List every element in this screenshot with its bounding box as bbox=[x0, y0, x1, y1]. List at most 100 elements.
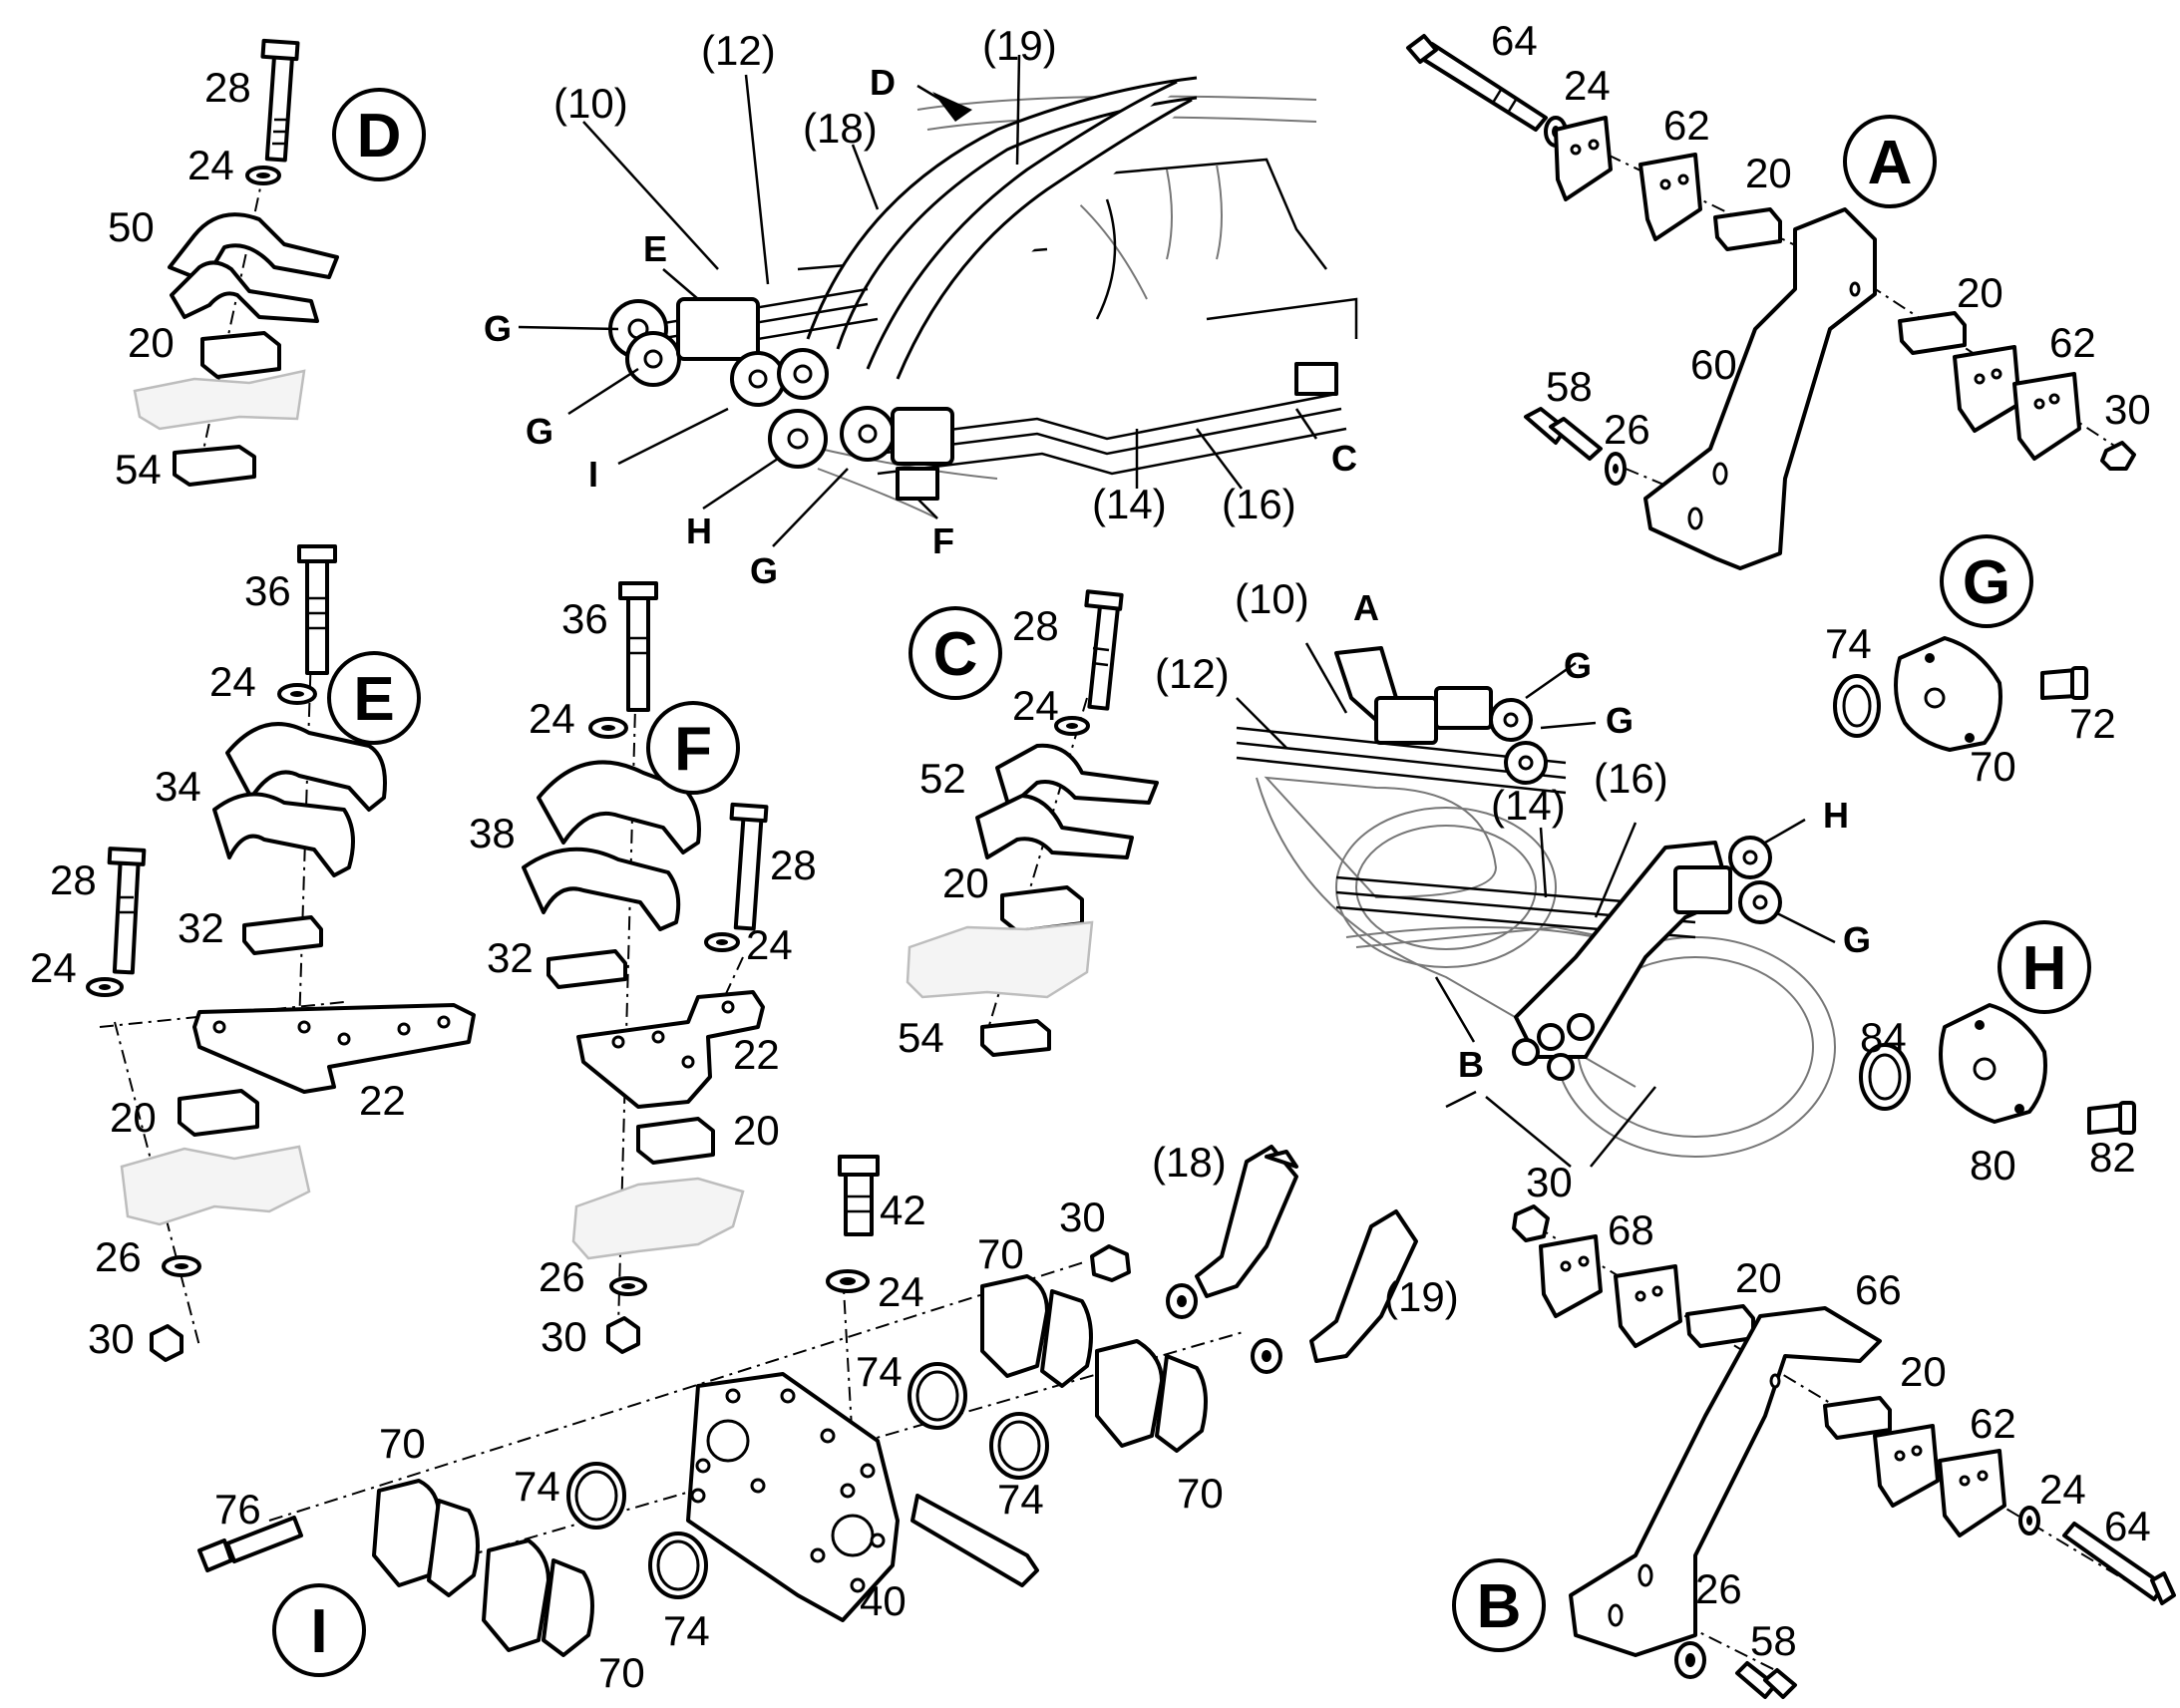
ref-label-14: (14) bbox=[1491, 782, 1566, 829]
part-label-30: 30 bbox=[1526, 1159, 1573, 1205]
ref-label-18: (18) bbox=[1152, 1139, 1227, 1186]
part-label-68: 68 bbox=[1608, 1206, 1654, 1253]
callout-g: G bbox=[1940, 534, 2033, 628]
part-label-20: 20 bbox=[110, 1094, 157, 1141]
part-label-32: 32 bbox=[178, 904, 224, 951]
ref-label-16: (16) bbox=[1594, 755, 1668, 802]
part-label-42: 42 bbox=[880, 1187, 926, 1233]
part-label-30: 30 bbox=[1059, 1194, 1106, 1240]
view-marker-f: F bbox=[932, 520, 954, 561]
part-label-24: 24 bbox=[746, 921, 793, 968]
part-label-20: 20 bbox=[1957, 269, 2003, 316]
callout-c: C bbox=[908, 606, 1002, 700]
detail-h-assembly bbox=[1859, 1003, 2136, 1135]
view-marker-g: G bbox=[484, 308, 512, 349]
view-marker-b: B bbox=[1458, 1044, 1484, 1085]
detail-d-assembly bbox=[133, 38, 339, 487]
part-label-74: 74 bbox=[856, 1348, 903, 1395]
part-label-22: 22 bbox=[733, 1031, 780, 1078]
part-label-82: 82 bbox=[2089, 1134, 2136, 1181]
part-label-30: 30 bbox=[2104, 386, 2151, 433]
ref-label-12: (12) bbox=[1155, 650, 1230, 697]
part-label-70: 70 bbox=[1177, 1470, 1224, 1517]
part-label-24: 24 bbox=[2039, 1466, 2086, 1513]
part-label-84: 84 bbox=[1860, 1014, 1907, 1061]
flange-cluster bbox=[608, 297, 1338, 501]
svg-text:D: D bbox=[357, 102, 402, 171]
view-marker-i: I bbox=[588, 454, 598, 495]
part-label-24: 24 bbox=[878, 1268, 924, 1315]
part-label-26: 26 bbox=[539, 1253, 585, 1300]
ref-label-10: (10) bbox=[1235, 575, 1309, 622]
part-label-28: 28 bbox=[1012, 602, 1059, 649]
overview-top-assembly bbox=[518, 54, 1358, 547]
ref-label-10: (10) bbox=[553, 80, 628, 127]
part-label-74: 74 bbox=[514, 1463, 560, 1510]
part-label-26: 26 bbox=[95, 1233, 142, 1280]
part-label-28: 28 bbox=[770, 842, 817, 888]
callout-i: I bbox=[272, 1583, 366, 1677]
part-label-24: 24 bbox=[209, 658, 256, 705]
part-label-70: 70 bbox=[598, 1649, 645, 1696]
part-label-62: 62 bbox=[2049, 319, 2096, 366]
part-label-66: 66 bbox=[1855, 1266, 1902, 1313]
part-label-34: 34 bbox=[155, 763, 201, 810]
part-label-64: 64 bbox=[1491, 17, 1538, 64]
part-label-62: 62 bbox=[1970, 1400, 2016, 1447]
ref-label-12: (12) bbox=[701, 27, 776, 74]
part-label-30: 30 bbox=[88, 1315, 135, 1362]
part-label-40: 40 bbox=[860, 1577, 907, 1624]
view-marker-g: G bbox=[1606, 700, 1634, 741]
part-label-26: 26 bbox=[1695, 1565, 1742, 1612]
part-label-38: 38 bbox=[469, 810, 516, 856]
callout-a: A bbox=[1843, 115, 1937, 208]
svg-text:I: I bbox=[310, 1597, 327, 1666]
part-label-24: 24 bbox=[187, 142, 234, 188]
overview-mid-assembly bbox=[1236, 642, 1836, 1168]
part-label-22: 22 bbox=[359, 1077, 406, 1124]
detail-g-assembly bbox=[1833, 636, 2088, 752]
view-marker-c: C bbox=[1331, 438, 1357, 479]
part-label-74: 74 bbox=[997, 1476, 1044, 1523]
part-label-54: 54 bbox=[898, 1014, 944, 1061]
part-label-28: 28 bbox=[204, 64, 251, 111]
ref-label-19: (19) bbox=[982, 22, 1057, 69]
part-label-24: 24 bbox=[529, 695, 575, 742]
svg-text:A: A bbox=[1868, 129, 1913, 197]
callout-f: F bbox=[646, 701, 740, 795]
detail-e-assembly bbox=[86, 544, 476, 1362]
callout-e: E bbox=[327, 651, 421, 745]
callout-b: B bbox=[1452, 1558, 1546, 1652]
view-marker-h: H bbox=[1823, 795, 1849, 836]
part-label-28: 28 bbox=[50, 856, 97, 903]
svg-text:H: H bbox=[2022, 934, 2067, 1003]
part-label-72: 72 bbox=[2069, 700, 2116, 747]
detail-b-assembly bbox=[1512, 1204, 2176, 1699]
part-label-20: 20 bbox=[1745, 150, 1792, 196]
part-label-74: 74 bbox=[663, 1607, 710, 1654]
detail-f-assembly bbox=[522, 581, 769, 1354]
ref-label-14: (14) bbox=[1092, 481, 1167, 527]
part-label-70: 70 bbox=[977, 1230, 1024, 1277]
part-label-80: 80 bbox=[1970, 1142, 2016, 1189]
view-marker-d: D bbox=[870, 62, 896, 103]
part-label-50: 50 bbox=[108, 203, 155, 250]
svg-text:E: E bbox=[353, 665, 394, 734]
part-label-60: 60 bbox=[1690, 341, 1737, 388]
part-label-20: 20 bbox=[1900, 1348, 1947, 1395]
part-label-58: 58 bbox=[1750, 1617, 1797, 1664]
part-label-74: 74 bbox=[1825, 620, 1872, 667]
part-label-20: 20 bbox=[942, 859, 989, 906]
view-marker-g: G bbox=[526, 411, 553, 452]
detail-a-assembly bbox=[1406, 34, 2136, 570]
view-marker-g: G bbox=[1564, 645, 1592, 686]
part-label-20: 20 bbox=[733, 1107, 780, 1154]
part-label-70: 70 bbox=[1970, 743, 2016, 790]
part-label-30: 30 bbox=[541, 1313, 587, 1360]
part-label-26: 26 bbox=[1604, 406, 1650, 453]
part-label-52: 52 bbox=[919, 755, 966, 802]
view-marker-g: G bbox=[1843, 919, 1871, 960]
part-label-24: 24 bbox=[30, 944, 77, 991]
part-label-36: 36 bbox=[561, 595, 608, 642]
